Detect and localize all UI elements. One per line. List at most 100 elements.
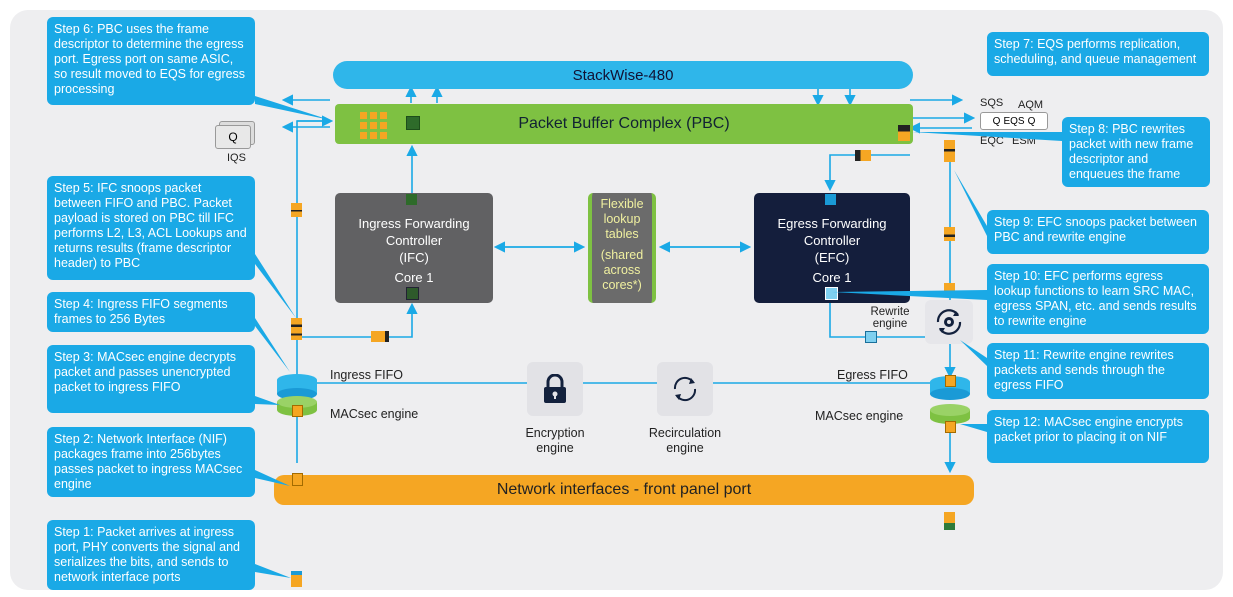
- step5-callout: Step 5: IFC snoops packet between FIFO a…: [47, 176, 255, 280]
- sqs-label: SQS: [980, 97, 1004, 109]
- recirculation-icon: [673, 376, 697, 402]
- recirculation-line2: engine: [666, 441, 704, 455]
- efc-core: Core 1: [812, 270, 852, 285]
- eqc-label: EQC: [980, 135, 1004, 147]
- step3-pointer: [255, 396, 280, 405]
- packet-icon-step5: [291, 203, 302, 217]
- step3-callout: Step 3: MACsec engine decrypts packet an…: [47, 345, 255, 413]
- step6-callout: Step 6: PBC uses the frame descriptor to…: [47, 17, 255, 105]
- egress-fifo-label: Egress FIFO: [837, 368, 908, 382]
- packet-icon-ifc-feed: [371, 331, 389, 342]
- pbc-bar: Packet Buffer Complex (PBC): [335, 104, 913, 144]
- step8-pointer: [912, 132, 1062, 141]
- ifc-line2: Controller: [385, 233, 443, 248]
- egress-fifo-packet: [945, 375, 956, 387]
- network-interfaces-bar: Network interfaces - front panel port: [274, 475, 974, 505]
- step6-pointer: [255, 96, 330, 120]
- rewrite-packet-marker: [865, 331, 877, 343]
- egress-macsec-packet: [945, 421, 956, 433]
- ifc-bottom-marker: [406, 287, 419, 300]
- egress-fifo-icon: [930, 376, 970, 424]
- packet-icon-pbc-efc: [855, 150, 871, 161]
- step11-callout: Step 11: Rewrite engine rewrites packets…: [987, 343, 1209, 399]
- stackwise-label: StackWise-480: [572, 66, 674, 84]
- lock-icon: [544, 374, 566, 403]
- recirculation-line1: Recirculation: [648, 426, 722, 440]
- recirculation-engine-label: Recirculation engine: [635, 426, 735, 456]
- macsec-left-label: MACsec engine: [330, 407, 419, 421]
- packet-icon-step1: [291, 571, 302, 587]
- step7-callout: Step 7: EQS performs replication, schedu…: [987, 32, 1209, 76]
- efc-line2: Controller: [803, 233, 861, 248]
- efc-line3: (EFC): [814, 250, 850, 265]
- iqs-label: IQS: [227, 152, 246, 164]
- efc-block: Egress Forwarding Controller (EFC) Core …: [754, 193, 910, 303]
- step9-callout: Step 9: EFC snoops packet between PBC an…: [987, 210, 1209, 254]
- packet-icon-step9: [944, 227, 955, 241]
- ingress-macsec-packet: [292, 405, 303, 417]
- encryption-line2: engine: [536, 441, 574, 455]
- eqs-group: SQS AQM Q EQS Q EQC ESM: [972, 96, 1056, 152]
- pbc-descriptor-marker: [406, 116, 420, 130]
- step12-pointer: [960, 424, 987, 432]
- encryption-engine-label: Encryption engine: [505, 426, 605, 456]
- lookup-line2: lookup: [603, 212, 641, 226]
- lookup-line1: Flexible: [600, 197, 644, 211]
- lookup-line3: tables: [605, 227, 639, 241]
- step2-callout: Step 2: Network Interface (NIF) packages…: [47, 427, 255, 497]
- iqs-group: Q IQS: [205, 117, 265, 169]
- aqm-label: AQM: [1018, 99, 1044, 111]
- step12-callout: Step 12: MACsec engine encrypts packet p…: [987, 410, 1209, 463]
- efc-top-marker: [825, 194, 836, 205]
- eqs-box: Q EQS Q: [980, 112, 1048, 130]
- ifc-block: Ingress Forwarding Controller (IFC) Core…: [335, 193, 493, 303]
- step1-callout: Step 1: Packet arrives at ingress port, …: [47, 520, 255, 590]
- ifc-line3: (IFC): [399, 250, 429, 265]
- eqs-q-left: Q: [992, 115, 1001, 127]
- step5-pointer: [255, 254, 296, 318]
- packet-icon-egress-out: [944, 512, 955, 530]
- pbc-grid-icon: [360, 112, 387, 139]
- lookup-line5: across: [603, 263, 641, 277]
- macsec-right-label: MACsec engine: [815, 409, 904, 423]
- step10-callout: Step 10: EFC performs egress lookup func…: [987, 264, 1209, 334]
- ifc-top-marker: [406, 194, 417, 205]
- iqs-queue-icon: Q: [215, 125, 251, 149]
- rewrite-engine-label: Rewrite engine: [860, 306, 920, 330]
- pbc-packet-icon: [898, 125, 910, 141]
- packet-icon-step4: [291, 318, 302, 340]
- ifc-core: Core 1: [394, 270, 434, 285]
- efc-line1: Egress Forwarding: [777, 216, 887, 231]
- step8-callout: Step 8: PBC rewrites packet with new fra…: [1062, 117, 1210, 187]
- lookup-line4: (shared: [600, 248, 644, 262]
- rewrite-line2: engine: [872, 318, 908, 330]
- step10-pointer: [832, 290, 987, 300]
- encryption-engine-box: [527, 362, 583, 416]
- rewrite-engine-box: [925, 300, 973, 344]
- step1-pointer: [255, 564, 291, 578]
- packet-icon-step10: [944, 283, 955, 297]
- eqs-label: EQS: [1003, 115, 1025, 127]
- step9-pointer: [954, 170, 987, 236]
- lookup-tables-block: Flexible lookup tables (shared across co…: [588, 193, 656, 303]
- iqs-q-label: Q: [228, 130, 238, 144]
- pbc-label: Packet Buffer Complex (PBC): [518, 115, 730, 132]
- nif-label: Network interfaces - front panel port: [496, 481, 752, 498]
- step4-pointer: [255, 318, 290, 372]
- lookup-line6: cores*): [602, 278, 642, 292]
- efc-bottom-marker: [825, 287, 838, 300]
- nif-ingress-packet: [292, 473, 303, 486]
- step2-pointer: [255, 470, 290, 486]
- step4-callout: Step 4: Ingress FIFO segments frames to …: [47, 292, 255, 332]
- ingress-fifo-label: Ingress FIFO: [330, 368, 403, 382]
- encryption-line1: Encryption: [525, 426, 585, 440]
- rewrite-gear-icon: [936, 309, 962, 335]
- rewrite-line1: Rewrite: [870, 306, 910, 318]
- packet-icon-step8: [944, 140, 955, 162]
- ifc-line1: Ingress Forwarding: [358, 216, 470, 231]
- stackwise-480-bar: StackWise-480: [333, 61, 913, 89]
- recirculation-engine-box: [657, 362, 713, 416]
- eqs-q-right: Q: [1027, 115, 1036, 127]
